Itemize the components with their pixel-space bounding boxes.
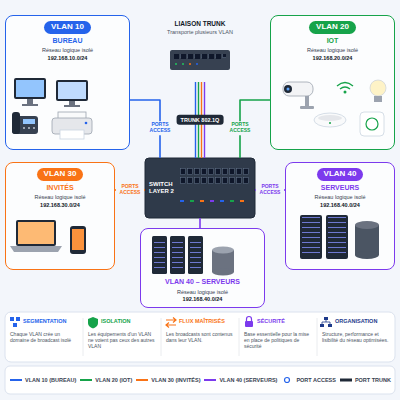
vlan-name: BUREAU <box>53 37 83 45</box>
vlan-name: VLAN 40 – SERVEURS <box>165 278 240 286</box>
vlan-pill: VLAN 30 <box>37 168 84 181</box>
feature-title: SEGMENTATION <box>23 318 67 325</box>
vlan-box: VLAN 20 IOT Réseau logique isolé192.168.20… <box>270 15 395 150</box>
vlan-box: VLAN 10 BUREAU Réseau logique isolé192.168… <box>5 15 130 150</box>
vlan-pill: VLAN 20 <box>309 21 356 34</box>
layer2-switch-body <box>145 158 255 218</box>
vlan-name: INVITÉS <box>46 184 73 192</box>
subnet-address: 192.168.40.0/24 <box>320 202 360 209</box>
legend-text: VLAN 40 (SERVEURS) <box>219 377 277 383</box>
legend-item: PORT TRUNK <box>339 376 391 384</box>
legend-item: VLAN 10 (BUREAU) <box>9 376 76 384</box>
feature-title: FLUX MAÎTRISÉS <box>179 318 225 325</box>
subnet-address: 192.168.30.0/24 <box>40 202 80 209</box>
feature-band <box>5 312 395 362</box>
legend-item: VLAN 20 (IOT) <box>79 376 132 384</box>
legend-item: PORT ACCESS <box>280 376 336 384</box>
legend-item: VLAN 40 (SERVEURS) <box>203 376 277 384</box>
edge-label: TRUNK 802.1Q <box>177 115 224 125</box>
trunk-node: LIAISON TRUNKTransporte plusieurs VLAN <box>150 18 250 82</box>
connector-line <box>199 218 201 228</box>
feature-description: Les équipements d'un VLAN ne voient pas … <box>88 331 158 349</box>
subnet-address: 192.168.20.0/24 <box>313 55 353 62</box>
legend-swatch <box>280 376 294 384</box>
subnet-address: 192.168.10.0/24 <box>48 55 88 62</box>
trunk-note: Transporte plusieurs VLAN <box>167 29 233 36</box>
connector <box>200 218 201 228</box>
feature-description: Structure, performance et lisibilité du … <box>322 331 392 343</box>
legend-swatch <box>79 376 93 384</box>
edge-label: PORTS ACCESS <box>256 183 284 197</box>
switch-label: SWITCH LAYER 2 <box>149 181 177 195</box>
trunk-title: LIAISON TRUNK <box>175 20 226 28</box>
feature-description: Chaque VLAN crée un domaine de broadcast… <box>10 331 80 343</box>
box-grounds <box>5 15 395 308</box>
iot-icons <box>283 80 386 136</box>
feature-title: SÉCURITÉ <box>257 318 285 325</box>
vlan-note: Réseau logique isolé <box>42 47 93 54</box>
edge-label: PORTS ACCESS <box>146 121 174 135</box>
legend: VLAN 10 (BUREAU) VLAN 20 (IOT) VLAN 30 (IN… <box>9 370 391 390</box>
legend-text: PORT TRUNK <box>355 377 391 383</box>
feature-title: ISOLATION <box>101 318 131 325</box>
vlan-box: VLAN 40 – SERVEURS Réseau logique isolé19… <box>140 228 265 308</box>
vlan-box: VLAN 40 SERVEURS Réseau logique isolé192.1… <box>285 162 395 270</box>
vlan-name: IOT <box>327 37 339 45</box>
vlan-box: VLAN 30 INVITÉS Réseau logique isolé192.16… <box>5 162 115 270</box>
office-icons <box>12 78 92 139</box>
legend-swatch <box>203 376 217 384</box>
legend-band <box>5 366 395 394</box>
feature-description: Les broadcasts sont contenus dans leur V… <box>166 331 236 343</box>
vlan-pill: VLAN 40 <box>317 168 364 181</box>
feature-description: Base essentielle pour la mise en place d… <box>244 331 314 349</box>
subnet-address: 192.168.40.0/24 <box>183 296 223 303</box>
legend-swatch <box>135 376 149 384</box>
legend-text: VLAN 10 (BUREAU) <box>25 377 76 383</box>
legend-item: VLAN 30 (INVITÉS) <box>135 376 200 384</box>
edge-label: PORTS ACCESS <box>226 121 254 135</box>
guest-icons <box>10 220 86 254</box>
edge-label: PORTS ACCESS <box>116 183 144 197</box>
vlan-note: Réseau logique isolé <box>307 47 358 54</box>
vlan-note: Réseau logique isolé <box>34 194 85 201</box>
legend-text: VLAN 20 (IOT) <box>95 377 132 383</box>
legend-swatch <box>339 376 353 384</box>
switch-box: SWITCH LAYER 2 <box>145 158 255 218</box>
server-icons <box>152 215 379 276</box>
vlan-name: SERVEURS <box>321 184 359 192</box>
vlan-note: Réseau logique isolé <box>177 289 228 296</box>
legend-swatch <box>9 376 23 384</box>
legend-text: VLAN 30 (INVITÉS) <box>151 377 200 383</box>
vlan-pill: VLAN 10 <box>44 21 91 34</box>
vlan-note: Réseau logique isolé <box>314 194 365 201</box>
feature-title: ORGANISATION <box>335 318 377 325</box>
legend-text: PORT ACCESS <box>296 377 336 383</box>
trunk-switch-icon <box>170 50 230 70</box>
